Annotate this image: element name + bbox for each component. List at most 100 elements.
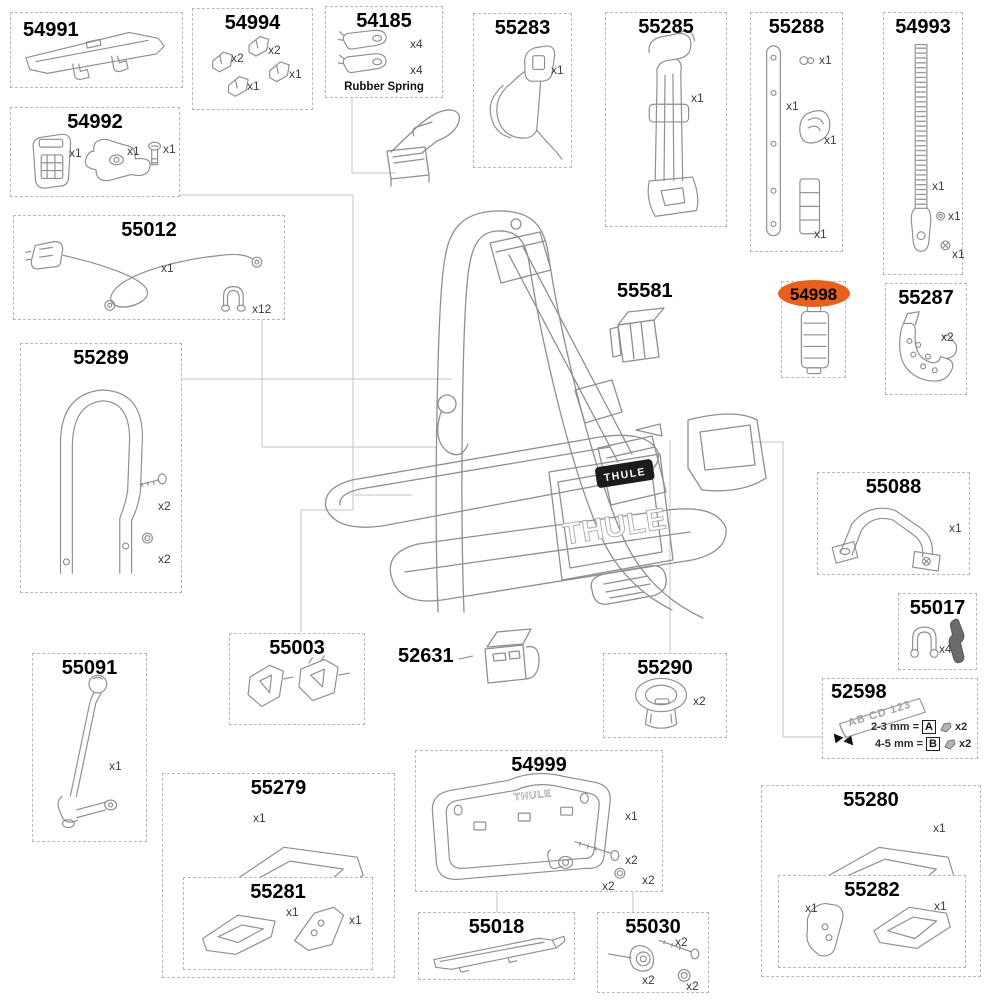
part-sketch-handle (386, 109, 461, 187)
part-number: 54992 (67, 111, 123, 133)
quantity-label: x1 (952, 247, 965, 261)
part-number: 55290 (637, 657, 693, 679)
part-sketch (766, 45, 831, 237)
part-number: 55281 (250, 881, 306, 903)
part-number: 55088 (865, 476, 922, 498)
quantity-label: x1 (948, 209, 961, 223)
quantity-label: x1 (247, 79, 260, 93)
part-sketch (57, 674, 118, 829)
part-number: 55003 (269, 637, 325, 659)
quantity-label: x1 (289, 67, 302, 81)
quantity-label: x1 (932, 179, 945, 193)
part-box-55030: 55030 x2 x2 x2 (597, 912, 709, 993)
quantity-label: x1 (824, 133, 837, 147)
part-sketch (910, 618, 965, 664)
part-box-55091: 55091 x1 (32, 653, 147, 842)
quantity-label: x2 (693, 694, 706, 708)
quantity-label: x2 (268, 43, 281, 57)
part-note: Rubber Spring (344, 81, 424, 93)
quantity-label: x2 (625, 853, 638, 867)
part-number: 55012 (121, 219, 177, 241)
quantity-label: x1 (127, 144, 140, 158)
quantity-label: x2 (231, 51, 244, 65)
part-number: 54991 (23, 19, 79, 41)
part-sketch (59, 389, 167, 574)
part-box-54999: 54999 THULE x1 x2 x2 x2 (415, 750, 663, 893)
quantity-label: x1 (814, 227, 827, 241)
part-box-54994: 54994 x2 x2 x1 x1 (192, 8, 313, 110)
quantity-label: x2 (675, 935, 688, 949)
quantity-label: x1 (161, 261, 174, 275)
part-sketch (899, 311, 958, 382)
part-box-55003: 55003 (229, 633, 365, 725)
part-sketch (25, 31, 165, 80)
shim-qty: x2 (958, 738, 972, 750)
part-box-55283: 55283 x1 (473, 13, 572, 168)
quantity-label: x1 (934, 899, 947, 913)
part-sketch (32, 133, 162, 189)
quantity-label: x2 (686, 979, 699, 993)
quantity-label: x2 (602, 879, 615, 893)
thule-emboss-text: THULE (514, 788, 553, 803)
quantity-label: x2 (642, 973, 655, 987)
shim-row: 2-3 mm = A x2 (871, 720, 967, 734)
connector-lines (180, 98, 822, 912)
main-assembly-sketch (324, 210, 767, 619)
part-sketch (833, 697, 926, 746)
quantity-label: x1 (786, 99, 799, 113)
part-number: 55091 (61, 657, 118, 679)
quantity-label: x1 (69, 146, 82, 160)
part-box-55285: 55285 x1 (605, 12, 727, 227)
quantity-label: x1 (349, 913, 362, 927)
part-box-55289: 55289 x2 x2 (20, 343, 182, 593)
quantity-label: x4 (410, 37, 423, 51)
quantity-label: x2 (941, 330, 954, 344)
quantity-label: x1 (933, 821, 946, 835)
quantity-label: x1 (949, 521, 962, 535)
part-sketch (202, 906, 345, 955)
part-number-55581: 55581 (617, 280, 673, 302)
part-box-55290: 55290 x2 (603, 653, 727, 738)
part-number: 52598 (831, 681, 887, 703)
part-sketch (910, 43, 951, 252)
part-number: 55017 (909, 597, 966, 619)
part-number: 54185 (356, 10, 412, 32)
quantity-label: x1 (551, 63, 564, 77)
thule-watermark: THULE (560, 502, 669, 551)
part-number: 55280 (843, 789, 899, 811)
part-number: 55282 (844, 879, 900, 901)
part-sketch (25, 240, 263, 312)
shim-row: 4-5 mm = B x2 (875, 737, 971, 751)
part-number: 55287 (898, 287, 954, 309)
shim-qty: x2 (954, 721, 968, 733)
part-sketch (608, 939, 700, 982)
part-sketch (647, 30, 699, 217)
quantity-label: x4 (410, 63, 423, 77)
quantity-label: x1 (819, 53, 832, 67)
shim-letter: A (922, 720, 936, 734)
part-number: 54993 (895, 16, 951, 38)
part-number: 54994 (224, 12, 281, 34)
part-box-54993: 54993 x1 x1 x1 (883, 12, 965, 275)
quantity-label: x2 (158, 552, 171, 566)
quantity-label: x12 (252, 302, 272, 316)
part-number: 55279 (250, 777, 307, 799)
part-box-55012: 55012 x1 x12 (13, 215, 285, 320)
part-sketch (337, 29, 387, 74)
thickness-arrows-icon (833, 733, 854, 746)
leader-line-52631 (458, 655, 474, 660)
part-number: 55288 (768, 16, 825, 38)
part-box-55017: 55017 x4 (898, 593, 977, 670)
shim-clip-icon (944, 738, 956, 750)
thule-badge: THULE (595, 459, 655, 488)
part-number: 54999 (511, 754, 567, 776)
part-sketch (831, 507, 941, 572)
part-box-55288: 55288 x1 x1 x1 x1 (750, 12, 843, 252)
part-sketch (489, 45, 563, 160)
quantity-label: x1 (625, 809, 638, 823)
part-box-55281: 55281 x1 x1 (183, 877, 373, 970)
part-box-52598: 52598 AB CD 123 2-3 mm = A x2 4-5 mm = B… (822, 678, 978, 759)
part-number: 54998 (789, 285, 838, 304)
part-box-55018: 55018 (418, 912, 575, 980)
